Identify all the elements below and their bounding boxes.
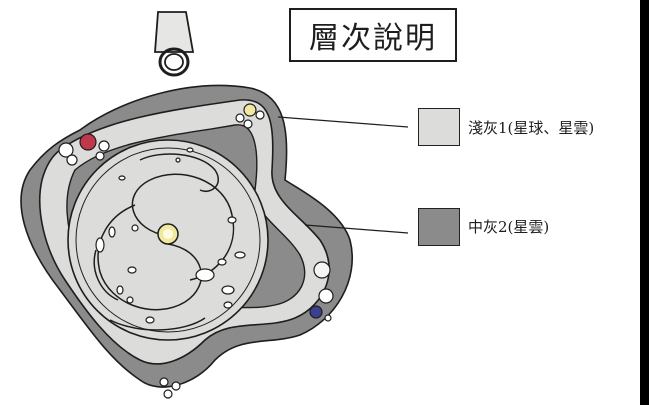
gem-right-cluster (309, 261, 334, 322)
leader-line-light (277, 116, 409, 128)
leader-line-mid (304, 224, 409, 234)
gem-bottom (159, 377, 181, 399)
gem-ruby-cluster (58, 133, 110, 166)
right-edge-bar (640, 0, 649, 405)
gem-top-yellow (235, 103, 265, 129)
legend-swatch-light-gray (418, 108, 460, 146)
legend-label-light-gray: 淺灰1(星球、星雲) (468, 119, 595, 137)
pendant-bail (154, 11, 195, 77)
legend-label-mid-gray: 中灰2(星雲) (468, 218, 550, 236)
diagram-title: 層次說明 (289, 8, 457, 62)
legend-swatch-mid-gray (418, 208, 460, 246)
gem-center (157, 223, 179, 245)
swirl-pattern (93, 153, 235, 331)
planet-holes (95, 147, 246, 324)
